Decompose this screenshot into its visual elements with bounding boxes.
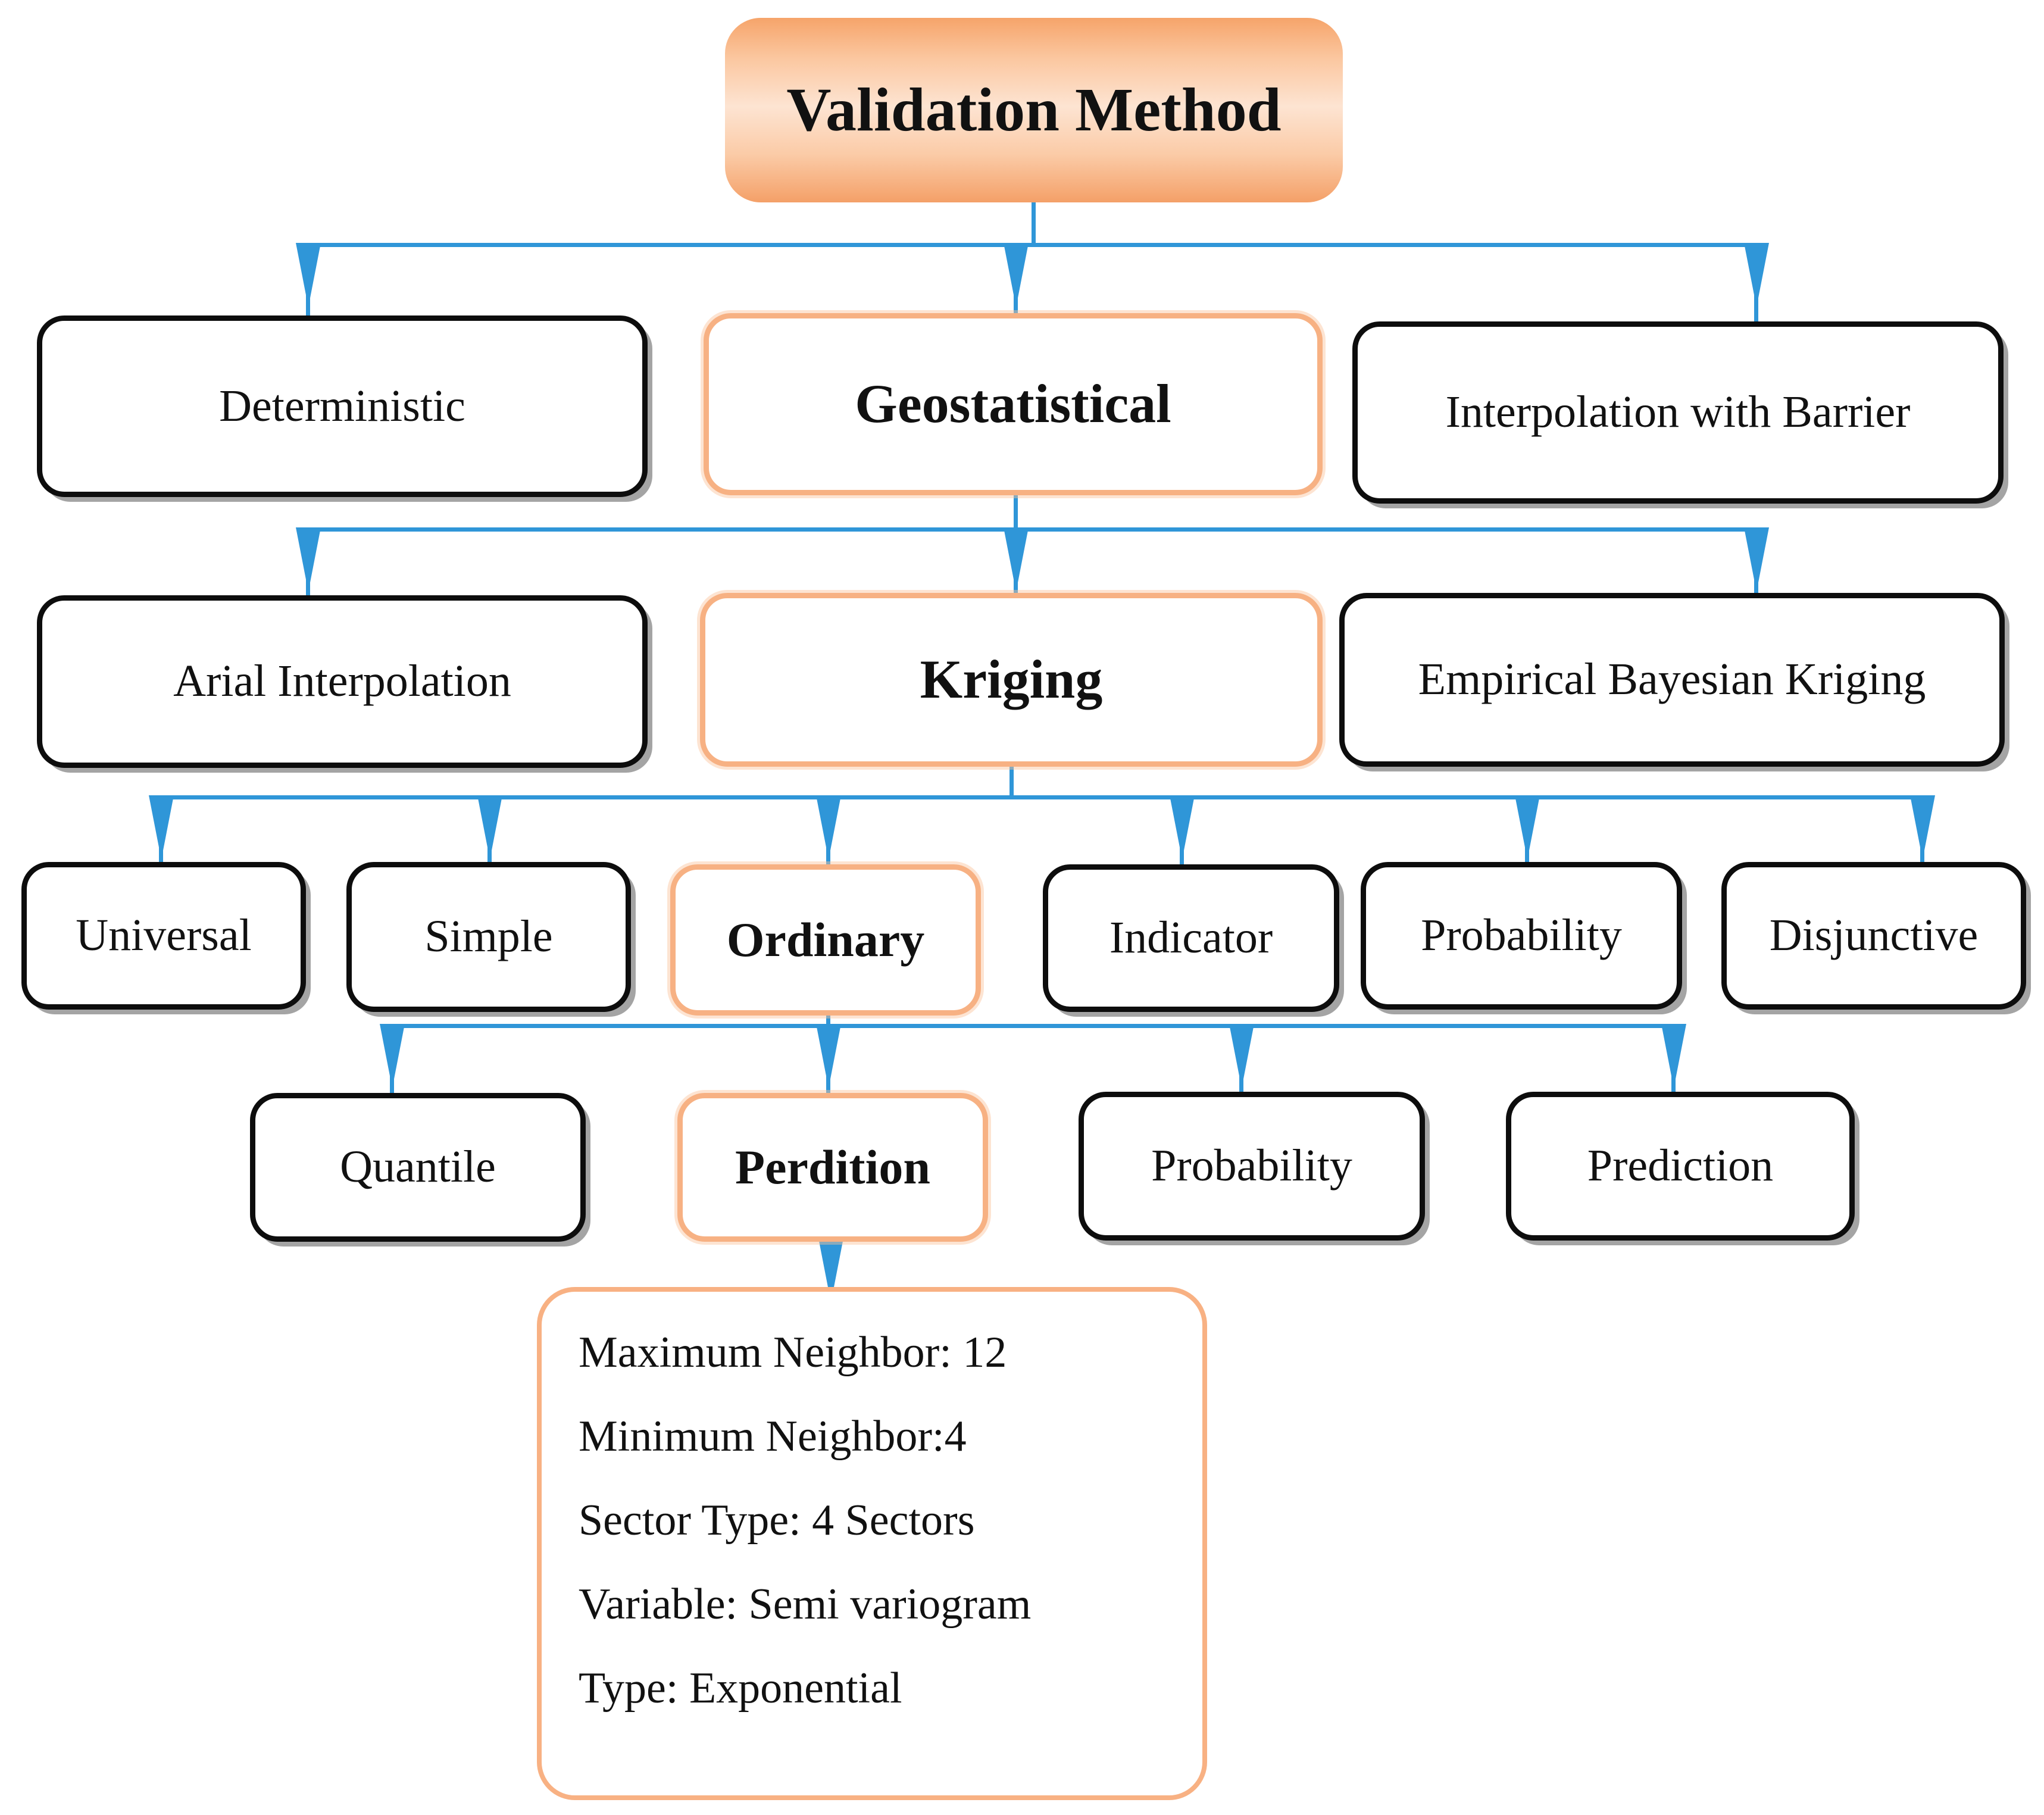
connector-arrow-disjunctive: [1920, 795, 1924, 873]
node-empirical-bayesian-kriging[interactable]: Empirical Bayesian Kriging: [1339, 593, 2005, 767]
node-label: Interpolation with Barrier: [1445, 387, 1911, 438]
connector-geostatistical-stem: [1014, 495, 1018, 531]
node-label: Simple: [424, 911, 553, 962]
connector-arrow-perdition: [826, 1024, 830, 1101]
detail-min-neighbor: Minimum Neighbor:4: [579, 1412, 967, 1461]
node-indicator[interactable]: Indicator: [1043, 864, 1339, 1012]
node-universal[interactable]: Universal: [21, 862, 306, 1010]
node-arial-interpolation[interactable]: Arial Interpolation: [37, 595, 648, 768]
connector-bus-level3: [159, 795, 1924, 799]
connector-arrow-simple: [487, 795, 492, 873]
node-kriging-parameters[interactable]: Maximum Neighbor: 12 Minimum Neighbor:4 …: [537, 1287, 1207, 1800]
node-label: Ordinary: [726, 912, 925, 967]
node-kriging[interactable]: Kriging: [700, 593, 1323, 767]
node-label: Universal: [76, 910, 252, 961]
node-validation-method[interactable]: Validation Method: [725, 18, 1343, 202]
connector-arrow-ordinary: [826, 795, 830, 873]
node-label: Quantile: [340, 1142, 496, 1192]
node-probability-l3[interactable]: Probability: [1361, 862, 1682, 1010]
node-label: Probability: [1151, 1141, 1352, 1191]
connector-arrow-interpolation-barrier: [1754, 243, 1758, 329]
node-geostatistical[interactable]: Geostatistical: [704, 313, 1323, 495]
node-simple[interactable]: Simple: [346, 862, 631, 1012]
node-label: Prediction: [1587, 1141, 1774, 1191]
connector-bus-level4: [390, 1024, 1676, 1028]
node-label: Empirical Bayesian Kriging: [1418, 654, 1926, 705]
node-label: Disjunctive: [1769, 910, 1979, 961]
node-label: Probability: [1421, 910, 1622, 961]
node-prediction[interactable]: Prediction: [1506, 1092, 1855, 1241]
connector-kriging-stem: [1010, 767, 1014, 798]
node-label: Kriging: [920, 649, 1103, 710]
connector-arrow-quantile: [390, 1024, 394, 1101]
connector-ordinary-stem: [826, 1016, 830, 1026]
connector-root-stem: [1032, 202, 1036, 245]
node-label: Arial Interpolation: [173, 656, 511, 707]
connector-bus-level2: [306, 527, 1758, 532]
connector-arrow-geostatistical: [1014, 243, 1018, 329]
detail-type: Type: Exponential: [579, 1664, 902, 1713]
node-label: Perdition: [735, 1139, 930, 1194]
node-disjunctive[interactable]: Disjunctive: [1721, 862, 2026, 1010]
connector-arrow-empirical-bayesian-kriging: [1754, 527, 1758, 614]
connector-arrow-arial-interpolation: [306, 527, 310, 614]
detail-max-neighbor: Maximum Neighbor: 12: [579, 1328, 1007, 1377]
connector-arrow-details: [829, 1238, 833, 1291]
node-label: Deterministic: [219, 380, 465, 431]
node-probability-l4[interactable]: Probability: [1079, 1092, 1425, 1241]
connector-arrow-indicator: [1180, 795, 1184, 873]
node-label: Indicator: [1109, 913, 1273, 963]
connector-arrow-universal: [159, 795, 163, 873]
connector-arrow-prediction: [1671, 1024, 1676, 1101]
detail-sector-type: Sector Type: 4 Sectors: [579, 1496, 975, 1545]
connector-arrow-deterministic: [306, 243, 310, 329]
node-ordinary[interactable]: Ordinary: [670, 864, 981, 1016]
node-interpolation-with-barrier[interactable]: Interpolation with Barrier: [1352, 321, 2004, 504]
connector-arrow-probability-l3: [1525, 795, 1529, 873]
connector-arrow-kriging: [1014, 527, 1018, 614]
node-quantile[interactable]: Quantile: [250, 1093, 586, 1242]
connector-bus-level1: [306, 243, 1758, 247]
node-label: Geostatistical: [855, 373, 1171, 435]
detail-variable: Variable: Semi variogram: [579, 1580, 1032, 1629]
node-deterministic[interactable]: Deterministic: [37, 315, 648, 497]
connector-arrow-probability-l4: [1239, 1024, 1243, 1101]
node-label: Validation Method: [786, 76, 1282, 145]
node-perdition[interactable]: Perdition: [677, 1093, 988, 1242]
